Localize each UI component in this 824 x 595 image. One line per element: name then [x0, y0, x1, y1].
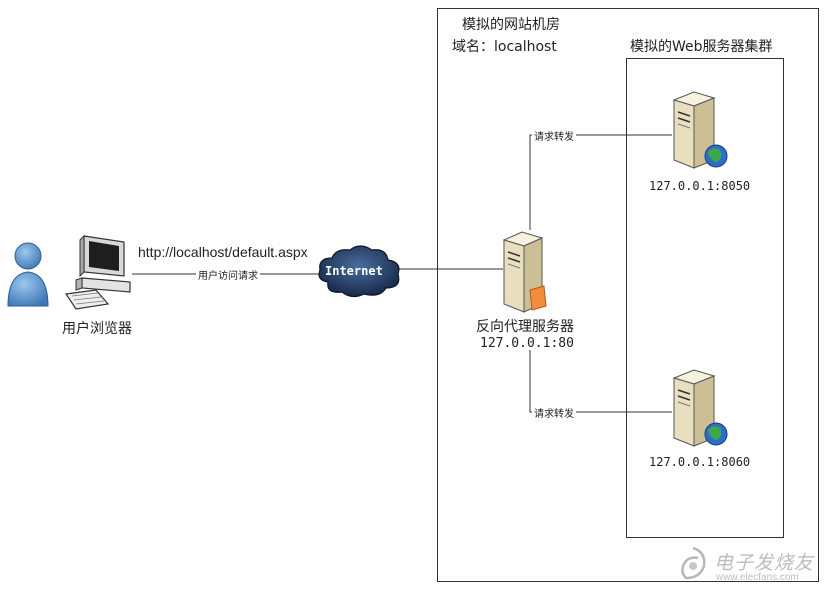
user-request-label: 用户访问请求	[196, 267, 260, 282]
datacenter-domain: 域名：localhost	[452, 39, 557, 55]
internet-label: Internet	[325, 264, 383, 278]
proxy-server-icon	[502, 231, 547, 313]
proxy-address: 127.0.0.1:80	[480, 336, 574, 351]
user-icon	[7, 242, 49, 307]
forward-label-lower: 请求转发	[532, 405, 576, 420]
computer-icon	[64, 234, 131, 310]
server-address-1: 127.0.0.1:8050	[649, 179, 751, 193]
web-server-icon	[672, 91, 728, 169]
server-address-2: 127.0.0.1:8060	[649, 455, 751, 469]
watermark-text: 电子发烧友	[714, 552, 815, 574]
user-label: 用户浏览器	[62, 321, 132, 337]
watermark-url: www.elecfans.com	[716, 572, 799, 583]
internet-cloud-icon	[318, 245, 400, 298]
user-url: http://localhost/default.aspx	[138, 244, 308, 260]
watermark-logo-icon	[681, 546, 706, 580]
forward-line-upper	[529, 134, 672, 230]
proxy-name: 反向代理服务器	[476, 319, 574, 335]
datacenter-box	[437, 8, 819, 582]
cluster-box	[626, 58, 784, 538]
forward-line-lower	[529, 350, 672, 413]
web-server-icon	[672, 369, 728, 447]
datacenter-title: 模拟的网站机房	[462, 17, 560, 33]
forward-label-upper: 请求转发	[532, 128, 576, 143]
cluster-title: 模拟的Web服务器集群	[630, 39, 773, 55]
